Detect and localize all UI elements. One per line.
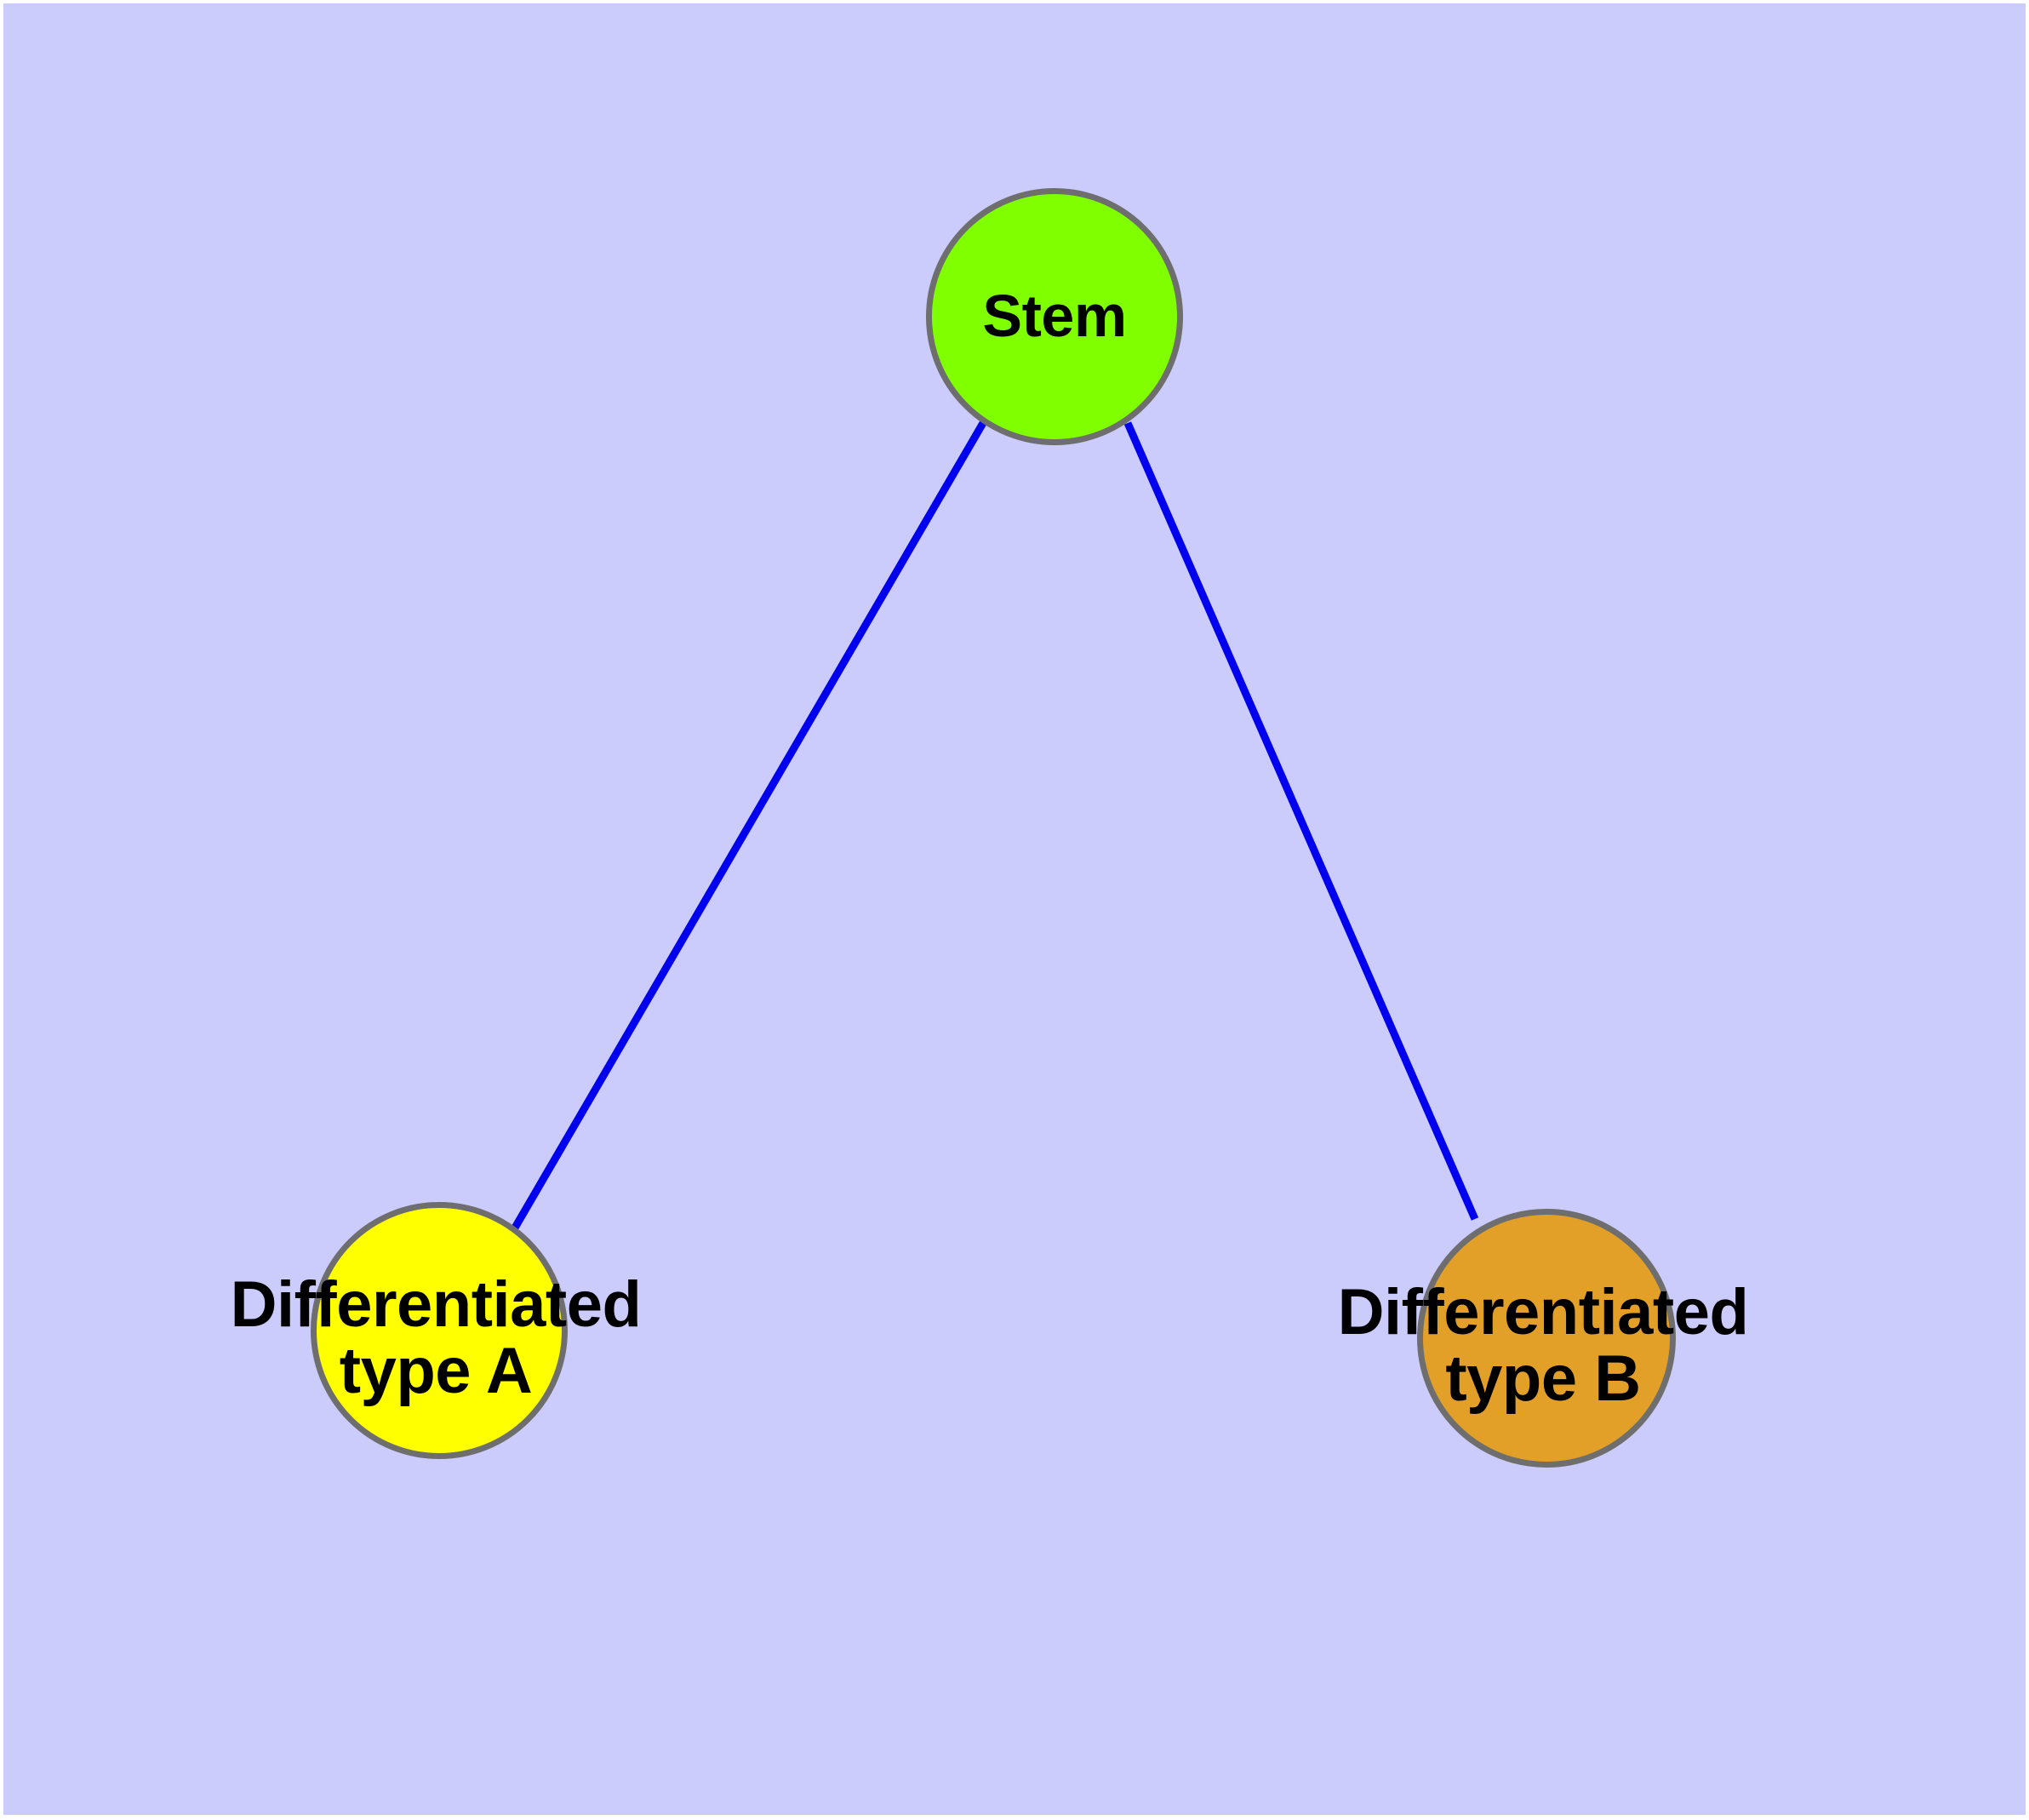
edge-layer bbox=[511, 421, 1479, 1232]
node-differentiated-type-a[interactable] bbox=[311, 1202, 568, 1459]
node-differentiated-type-b[interactable] bbox=[1417, 1209, 1676, 1468]
edge-stem-to-differentiated-type-b bbox=[1123, 421, 1479, 1221]
diagram-plot-area: Stem Differentiated type A Differentiate… bbox=[3, 3, 2026, 1815]
edge-stem-to-differentiated-type-a bbox=[511, 421, 986, 1232]
node-stem[interactable] bbox=[926, 188, 1183, 445]
